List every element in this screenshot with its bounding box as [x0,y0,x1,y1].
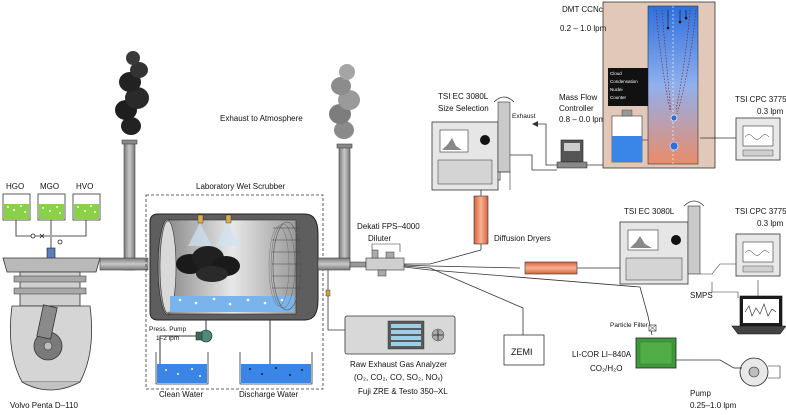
zemi-label: ZEMI [511,347,533,357]
mfc-flow-label: 0.8 – 0.0 lpm [559,115,606,124]
particle-filter-label: Particle Filter [610,322,649,329]
fuel-tank-mgo [37,193,66,221]
tsi-ec-bottom-label: TSI EC 3080L [624,207,675,216]
ec-to-mfc-line [510,154,557,171]
mfc-label-line1: Mass Flow [559,93,597,102]
tsi-ec-size-label-line2: Size Selection [438,104,489,113]
mfc-label-line2: Controller [559,104,594,113]
hvo-label: HVO [76,182,93,191]
hgo-label: HGO [6,182,24,191]
exhaust-to-atmosphere-label: Exhaust to Atmosphere [220,114,303,123]
tsi-cpc-bottom-label: TSI CPC 3775 [735,207,786,216]
vacuum-pump [734,357,781,387]
fuel-tank-hvo [72,193,101,221]
ccn-counter-label-line4: Counter [610,95,627,100]
dmt-ccnc-instrument [602,1,716,169]
clean-water-label: Clean Water [159,390,204,399]
clean-water-tank [155,352,209,385]
mass-flow-controller [556,139,588,169]
dekati-label-line1: Dekati FPS–4000 [357,222,420,231]
li-cor-li-840a [635,337,677,369]
scrubber-dashed-boundary [145,194,324,390]
diffusion-dryer-vertical [473,195,489,245]
particle-filter [648,324,657,332]
black-smoke-plume [115,51,149,135]
ec-to-laptop-cable [711,282,739,298]
press-pump-label-line1: Press. Pump [149,326,187,333]
pressure-pump [195,329,213,343]
exhaust-stack-right [336,143,353,269]
smps-label: SMPS [690,291,713,300]
fuel-lines [15,220,87,250]
tsi-cpc-bottom-flow-label: 0.3 lpm [757,219,784,228]
ccn-counter-label-line1: Cloud [610,71,622,76]
raw-exhaust-analyzer-label-line1: Raw Exhaust Gas Analyzer [350,360,447,369]
exhaust-label: Exhaust [512,113,536,120]
pump-label-line1: Pump [690,389,711,398]
tsi-cpc-3775-bottom [735,233,781,277]
press-pump-label-line2: 1–2 lpm [156,335,179,342]
exhaust-stack-left [121,139,138,271]
raw-exhaust-analyzer-label-line2: (O₂, CO₂, CO, SO₂, NOₓ) [354,373,443,382]
scrubber-outlet-pipe [317,257,351,271]
engine-exhaust-pipe [99,257,149,271]
laboratory-wet-scrubber-label: Laboratory Wet Scrubber [196,182,286,191]
pump-label-line2: 0.25–1.0 lpm [690,401,737,410]
discharge-water-tank [239,352,313,385]
ccn-counter-label-line3: Nuclei [610,87,623,92]
raw-exhaust-sample-line [327,270,345,331]
scrubber-smoke-cloud [176,246,240,282]
tsi-ec-3080l-top [431,96,515,191]
diffusion-dryers-label: Diffusion Dryers [494,234,551,243]
licor-label-line2: CO₂/H₂O [590,364,622,373]
discharge-water-label: Discharge Water [239,390,299,399]
diffusion-dryer-horizontal [524,261,578,275]
zemi-box [503,334,545,366]
dmt-ccnc-label: DMT CCNc [562,5,603,14]
scrubber-water-pipes [159,320,271,372]
licor-label-line1: LI-COR LI–840A [572,350,632,359]
tsi-cpc-3775-top [735,117,781,161]
tsi-cpc-top-label: TSI CPC 3775 [735,95,786,104]
tsi-ec-size-label-line1: TSI EC 3080L [438,92,489,101]
fuel-tank-hgo [2,193,31,221]
dekati-diluter [349,243,405,277]
raw-exhaust-gas-analyzer [344,315,456,355]
mgo-label: MGO [40,182,59,191]
tsi-ec-3080l-bottom [619,200,736,285]
tsi-cpc-top-flow-label: 0.3 lpm [757,107,784,116]
sample-valve [325,289,331,297]
ccn-counter-label-line2: Condensation [610,79,638,84]
engine-volvo-penta [2,257,101,391]
mfc-exhaust-line [536,123,557,166]
licor-to-pump-line [676,359,735,369]
grey-smoke-plume [329,64,360,139]
dmt-ccnc-flow-label: 0.2 – 1.0 lpm [560,24,607,33]
dekati-label-line2: Diluter [368,234,391,243]
laptop [731,295,786,335]
raw-exhaust-analyzer-label-line3: Fuji ZRE & Testo 350–XL [358,387,448,396]
exhaust-arrow [532,121,538,127]
volvo-penta-label: Volvo Penta D–110 [10,401,78,410]
